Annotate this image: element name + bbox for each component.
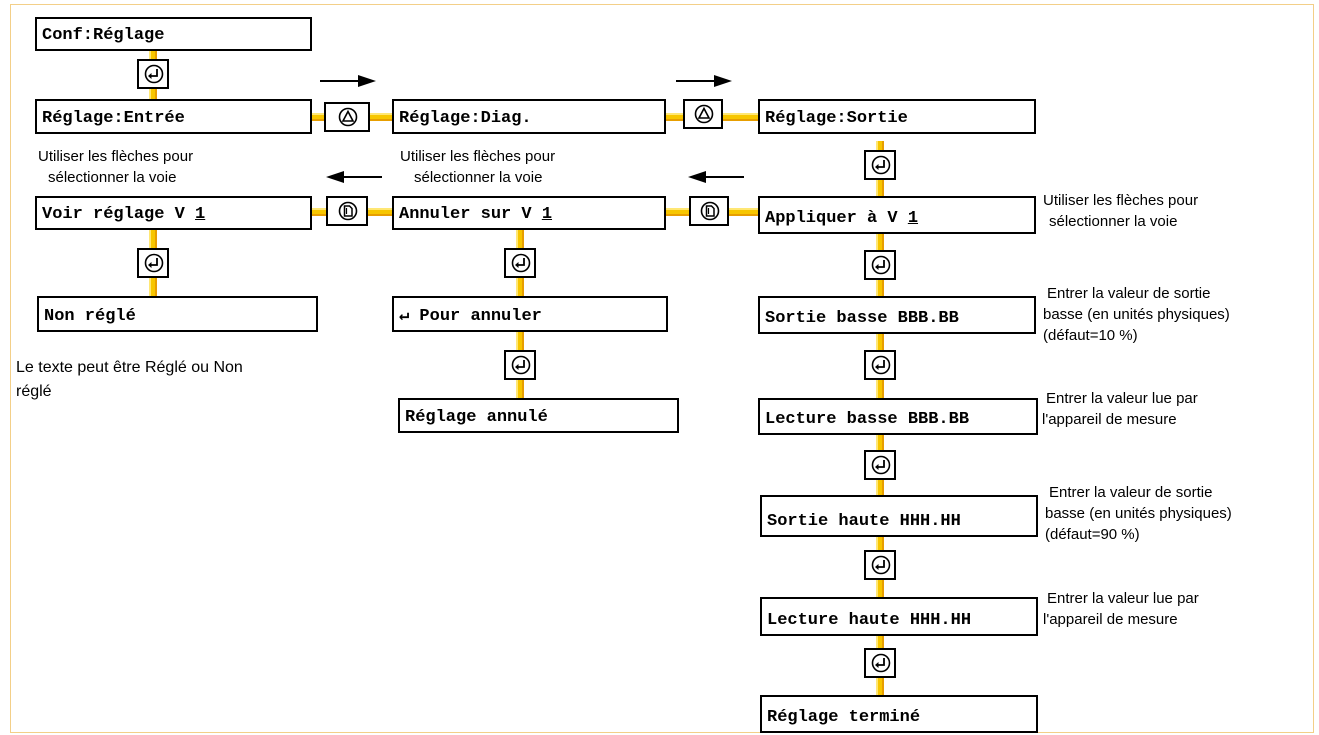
box-voir-reglage: Voir réglage V 1	[35, 196, 312, 230]
note-lecture-haute: Entrer la valeur lue par l'appareil de m…	[1043, 590, 1199, 628]
enter-key-icon	[511, 253, 531, 273]
enter-key-icon	[871, 653, 891, 673]
arrow-left-icon	[326, 171, 382, 183]
box-appliquer: Appliquer à V 1	[758, 196, 1036, 234]
box-pour-annuler: ↵ Pour annuler	[392, 296, 668, 332]
page-key	[689, 196, 729, 226]
note-lecture-basse: Entrer la valeur lue par l'appareil de m…	[1042, 390, 1198, 428]
enter-key	[504, 248, 536, 278]
scroll-key-icon	[694, 104, 714, 124]
enter-key	[864, 350, 896, 380]
enter-key-icon	[871, 555, 891, 575]
scroll-key	[683, 99, 723, 129]
note-select-channel-1: Utiliser les flèches pour sélectionner l…	[38, 148, 194, 186]
scroll-key-icon	[338, 107, 358, 127]
note-text-status: Le texte peut être Réglé ou Non réglé	[16, 359, 243, 400]
page-key-icon	[700, 201, 720, 221]
enter-key	[864, 550, 896, 580]
enter-key	[504, 350, 536, 380]
arrow-right-icon	[320, 75, 376, 87]
box-non-regle: Non réglé	[37, 296, 318, 332]
note-sortie-basse: Entrer la valeur de sortie basse (en uni…	[1043, 285, 1230, 344]
box-sortie-haute: Sortie haute HHH.HH	[760, 495, 1038, 537]
enter-key	[864, 450, 896, 480]
page-key	[326, 196, 368, 226]
box-lecture-haute: Lecture haute HHH.HH	[760, 597, 1038, 636]
enter-key-icon	[871, 255, 891, 275]
note-sortie-haute: Entrer la valeur de sortie basse (en uni…	[1045, 484, 1232, 543]
page-key-icon	[338, 201, 358, 221]
enter-key	[864, 150, 896, 180]
box-sortie-basse: Sortie basse BBB.BB	[758, 296, 1036, 334]
arrow-right-icon	[676, 75, 732, 87]
enter-key-icon	[871, 355, 891, 375]
box-reglage-annule: Réglage annulé	[398, 398, 679, 433]
note-select-channel-3: Utiliser les flèches pour sélectionner l…	[1043, 192, 1199, 230]
diagram-frame	[10, 4, 1314, 733]
box-reglage-sortie: Réglage:Sortie	[758, 99, 1036, 134]
box-conf-reglage: Conf:Réglage	[35, 17, 312, 51]
enter-key-icon	[871, 455, 891, 475]
box-reglage-termine: Réglage terminé	[760, 695, 1038, 733]
enter-key-icon	[511, 355, 531, 375]
box-reglage-diag: Réglage:Diag.	[392, 99, 666, 134]
enter-key	[864, 648, 896, 678]
enter-key	[864, 250, 896, 280]
box-annuler-sur: Annuler sur V 1	[392, 196, 666, 230]
scroll-key	[324, 102, 370, 132]
box-lecture-basse: Lecture basse BBB.BB	[758, 398, 1038, 435]
arrow-left-icon	[688, 171, 744, 183]
enter-key-icon	[144, 64, 164, 84]
note-select-channel-2: Utiliser les flèches pour sélectionner l…	[400, 148, 556, 186]
enter-key-icon	[871, 155, 891, 175]
enter-key	[137, 59, 169, 89]
box-reglage-entree: Réglage:Entrée	[35, 99, 312, 134]
enter-key	[137, 248, 169, 278]
enter-key-icon	[144, 253, 164, 273]
